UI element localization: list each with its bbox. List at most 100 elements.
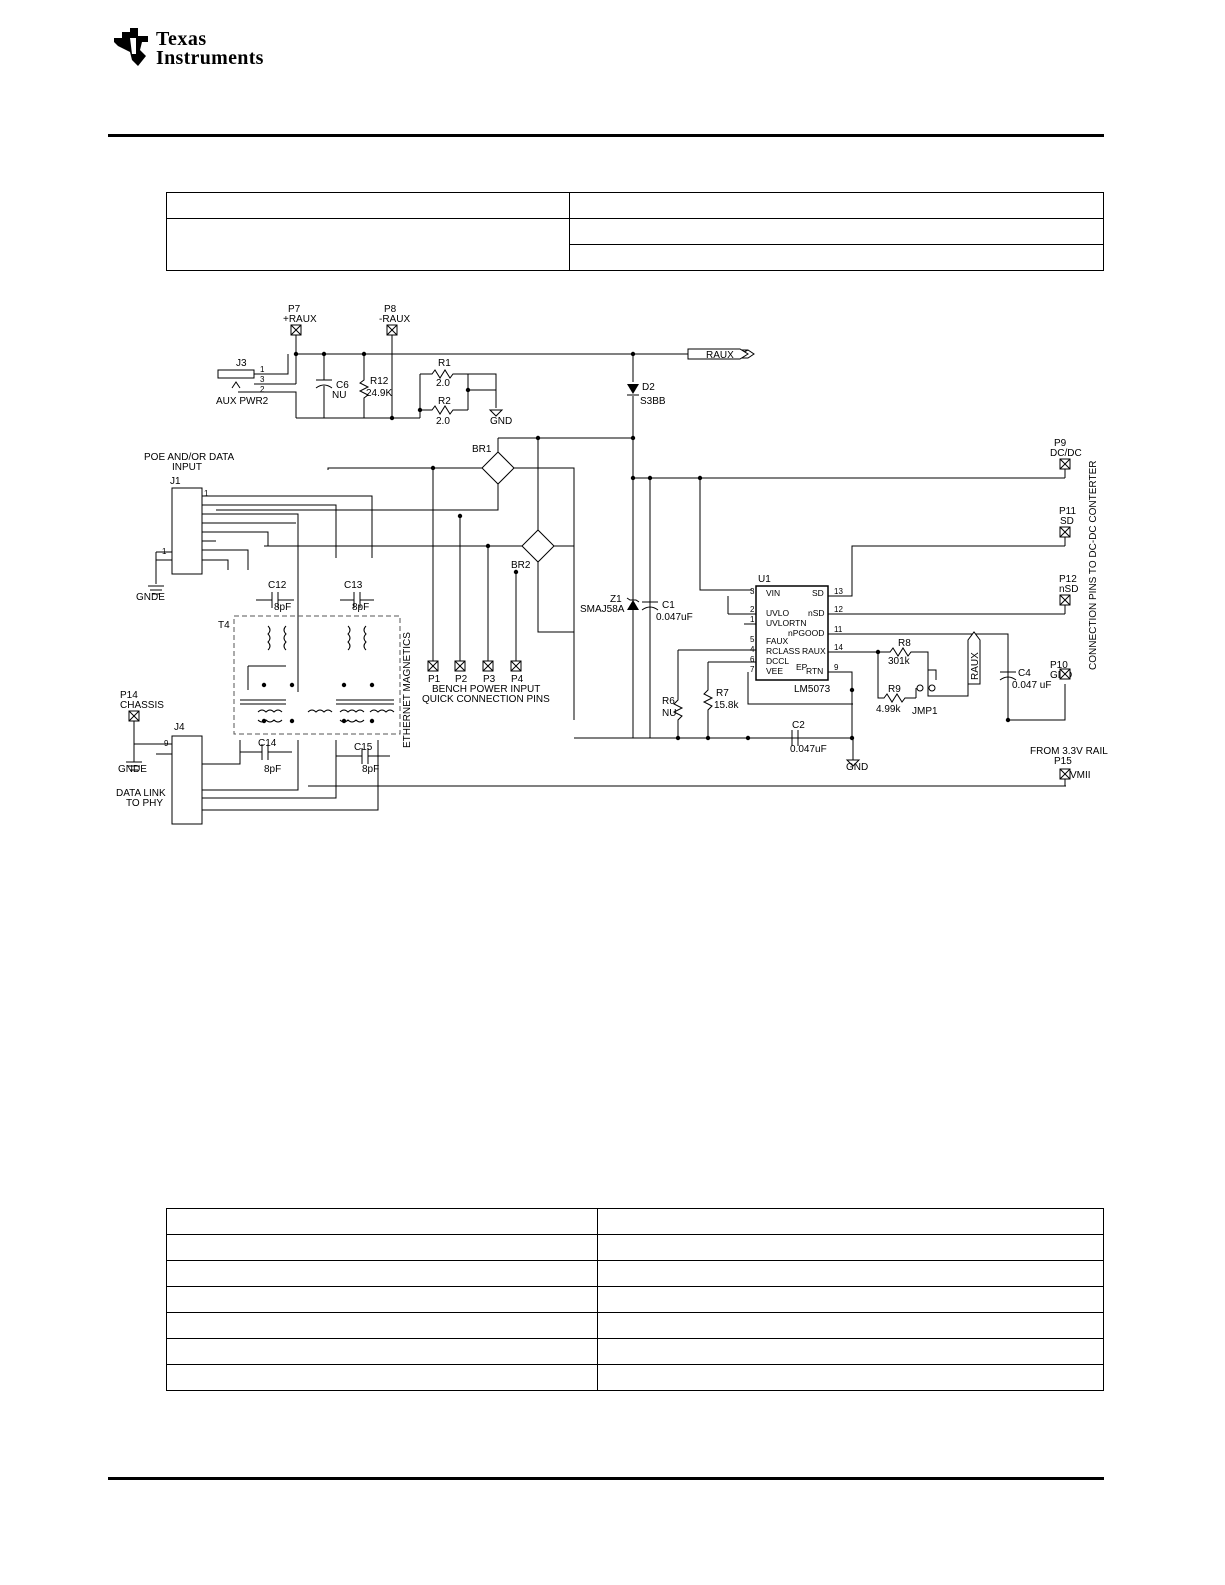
u1-pin-nsd: nSD: [808, 608, 825, 618]
u1-pin-5: 5: [750, 635, 755, 644]
bottom-table: [166, 1208, 1104, 1391]
c4-value: 0.047 uF: [1012, 680, 1051, 691]
p15-pin[interactable]: [1059, 768, 1071, 780]
u1-pin-7: 7: [750, 665, 755, 674]
c2-value: 0.047uF: [790, 744, 827, 755]
d2-value: S3BB: [640, 396, 666, 407]
raux-flag-label: RAUX: [706, 350, 734, 361]
z1-label: Z1: [610, 594, 622, 605]
u1-pin-raux: RAUX: [802, 646, 826, 656]
p10-pin[interactable]: [1059, 668, 1071, 680]
raux-flag-2-label: RAUX: [970, 652, 981, 680]
p2-pin[interactable]: [454, 660, 466, 672]
logo-line-2: Instruments: [156, 47, 264, 69]
u1-pin-vin: VIN: [766, 588, 780, 598]
r2-label: R2: [438, 396, 451, 407]
u1-pin-1: 1: [750, 615, 755, 624]
p3-label: P3: [483, 674, 496, 685]
table-cell: [597, 1234, 1104, 1261]
j4-pin: 9: [164, 739, 169, 748]
br1-label: BR1: [472, 444, 492, 455]
u1-pin-6: 6: [750, 655, 755, 664]
z1-value: SMAJ58A: [580, 604, 625, 615]
table-cell: [597, 1312, 1104, 1339]
c6-label: C6: [336, 380, 349, 391]
c15-label: C15: [354, 742, 373, 753]
p9-pin[interactable]: [1059, 458, 1071, 470]
p14-label: P14: [120, 690, 138, 701]
table-cell: [597, 1208, 1104, 1235]
table-cell: [166, 218, 570, 271]
table-cell: [597, 1286, 1104, 1313]
table-row: [166, 1208, 1104, 1235]
rail-label: FROM 3.3V RAIL: [1030, 746, 1108, 757]
r12-value: 24.9K: [366, 388, 392, 399]
p1-pin[interactable]: [427, 660, 439, 672]
p12-pin[interactable]: [1059, 594, 1071, 606]
gnde-2-label: GNDE: [118, 764, 147, 775]
table-row: [166, 1260, 1104, 1287]
u1-pin-2: 2: [750, 605, 755, 614]
p4-pin[interactable]: [510, 660, 522, 672]
jmp1-pin-2[interactable]: [916, 684, 924, 692]
table-cell: [166, 1364, 598, 1391]
datalink-label-1: DATA LINK: [116, 788, 166, 799]
p11-pin[interactable]: [1059, 526, 1071, 538]
poe-label-2: INPUT: [172, 462, 202, 473]
table-cell: [166, 192, 570, 219]
table-row: [166, 1286, 1104, 1313]
r6-value: NU: [662, 708, 676, 719]
d2-label: D2: [642, 382, 655, 393]
p8-label: P8: [384, 304, 397, 315]
r2-value: 2.0: [436, 416, 450, 427]
c13-label: C13: [344, 580, 363, 591]
u1-pin-12: 12: [834, 605, 843, 614]
j3-pin-2: 2: [260, 385, 265, 394]
table-cell: [569, 192, 1104, 219]
gnd-bottom-label: GND: [846, 762, 868, 773]
j1-pin-10: 1: [162, 547, 167, 556]
poe-label-1: POE AND/OR DATA: [144, 452, 235, 463]
p7-net-label: +RAUX: [283, 314, 317, 325]
table-row: [166, 1234, 1104, 1261]
r8-value: 301k: [888, 656, 911, 667]
u1-pin-npgood: nPGOOD: [788, 628, 824, 638]
u1-pin-rclass: RCLASS: [766, 646, 800, 656]
r6-label: R6: [662, 696, 675, 707]
u1-pin-ep: EP: [796, 662, 808, 672]
c2-label: C2: [792, 720, 805, 731]
p10-label: P10: [1050, 660, 1068, 671]
p9-label: P9: [1054, 438, 1067, 449]
u1-pin-vee: VEE: [766, 666, 783, 676]
transformer-coils: [240, 625, 395, 723]
table-cell: [166, 1208, 598, 1235]
table-cell: [166, 1260, 598, 1287]
p3-pin[interactable]: [482, 660, 494, 672]
r1-value: 2.0: [436, 378, 450, 389]
u1-pin-sd: SD: [812, 588, 824, 598]
p14-pin[interactable]: [128, 710, 140, 722]
gnde-1-label: GNDE: [136, 592, 165, 603]
u1-part: LM5073: [794, 684, 831, 695]
table-row: [167, 244, 1104, 271]
jmp1-pin-1[interactable]: [928, 684, 936, 692]
p15-net-label: VMII: [1070, 770, 1091, 781]
u1-pin-dccl: DCCL: [766, 656, 789, 666]
r7-value: 15.8k: [714, 700, 739, 711]
company-name: Texas Instruments: [156, 28, 264, 69]
table-cell: [597, 1338, 1104, 1365]
p4-label: P4: [511, 674, 524, 685]
logo-line-1: Texas: [156, 28, 207, 50]
r7-label: R7: [716, 688, 729, 699]
u1-pin-3: 3: [750, 587, 755, 596]
p1-label: P1: [428, 674, 441, 685]
c12-value: 8pF: [274, 602, 291, 613]
table-cell: [569, 218, 1104, 245]
j1-label: J1: [170, 476, 181, 487]
table-row: [166, 1338, 1104, 1365]
connection-pins-label: CONNECTION PINS TO DC-DC CONTERTER: [1088, 461, 1099, 670]
p12-net-label: nSD: [1059, 584, 1078, 595]
p8-pin[interactable]: [386, 324, 398, 336]
gnd-top-label: GND: [490, 416, 512, 427]
p7-pin[interactable]: [290, 324, 302, 336]
